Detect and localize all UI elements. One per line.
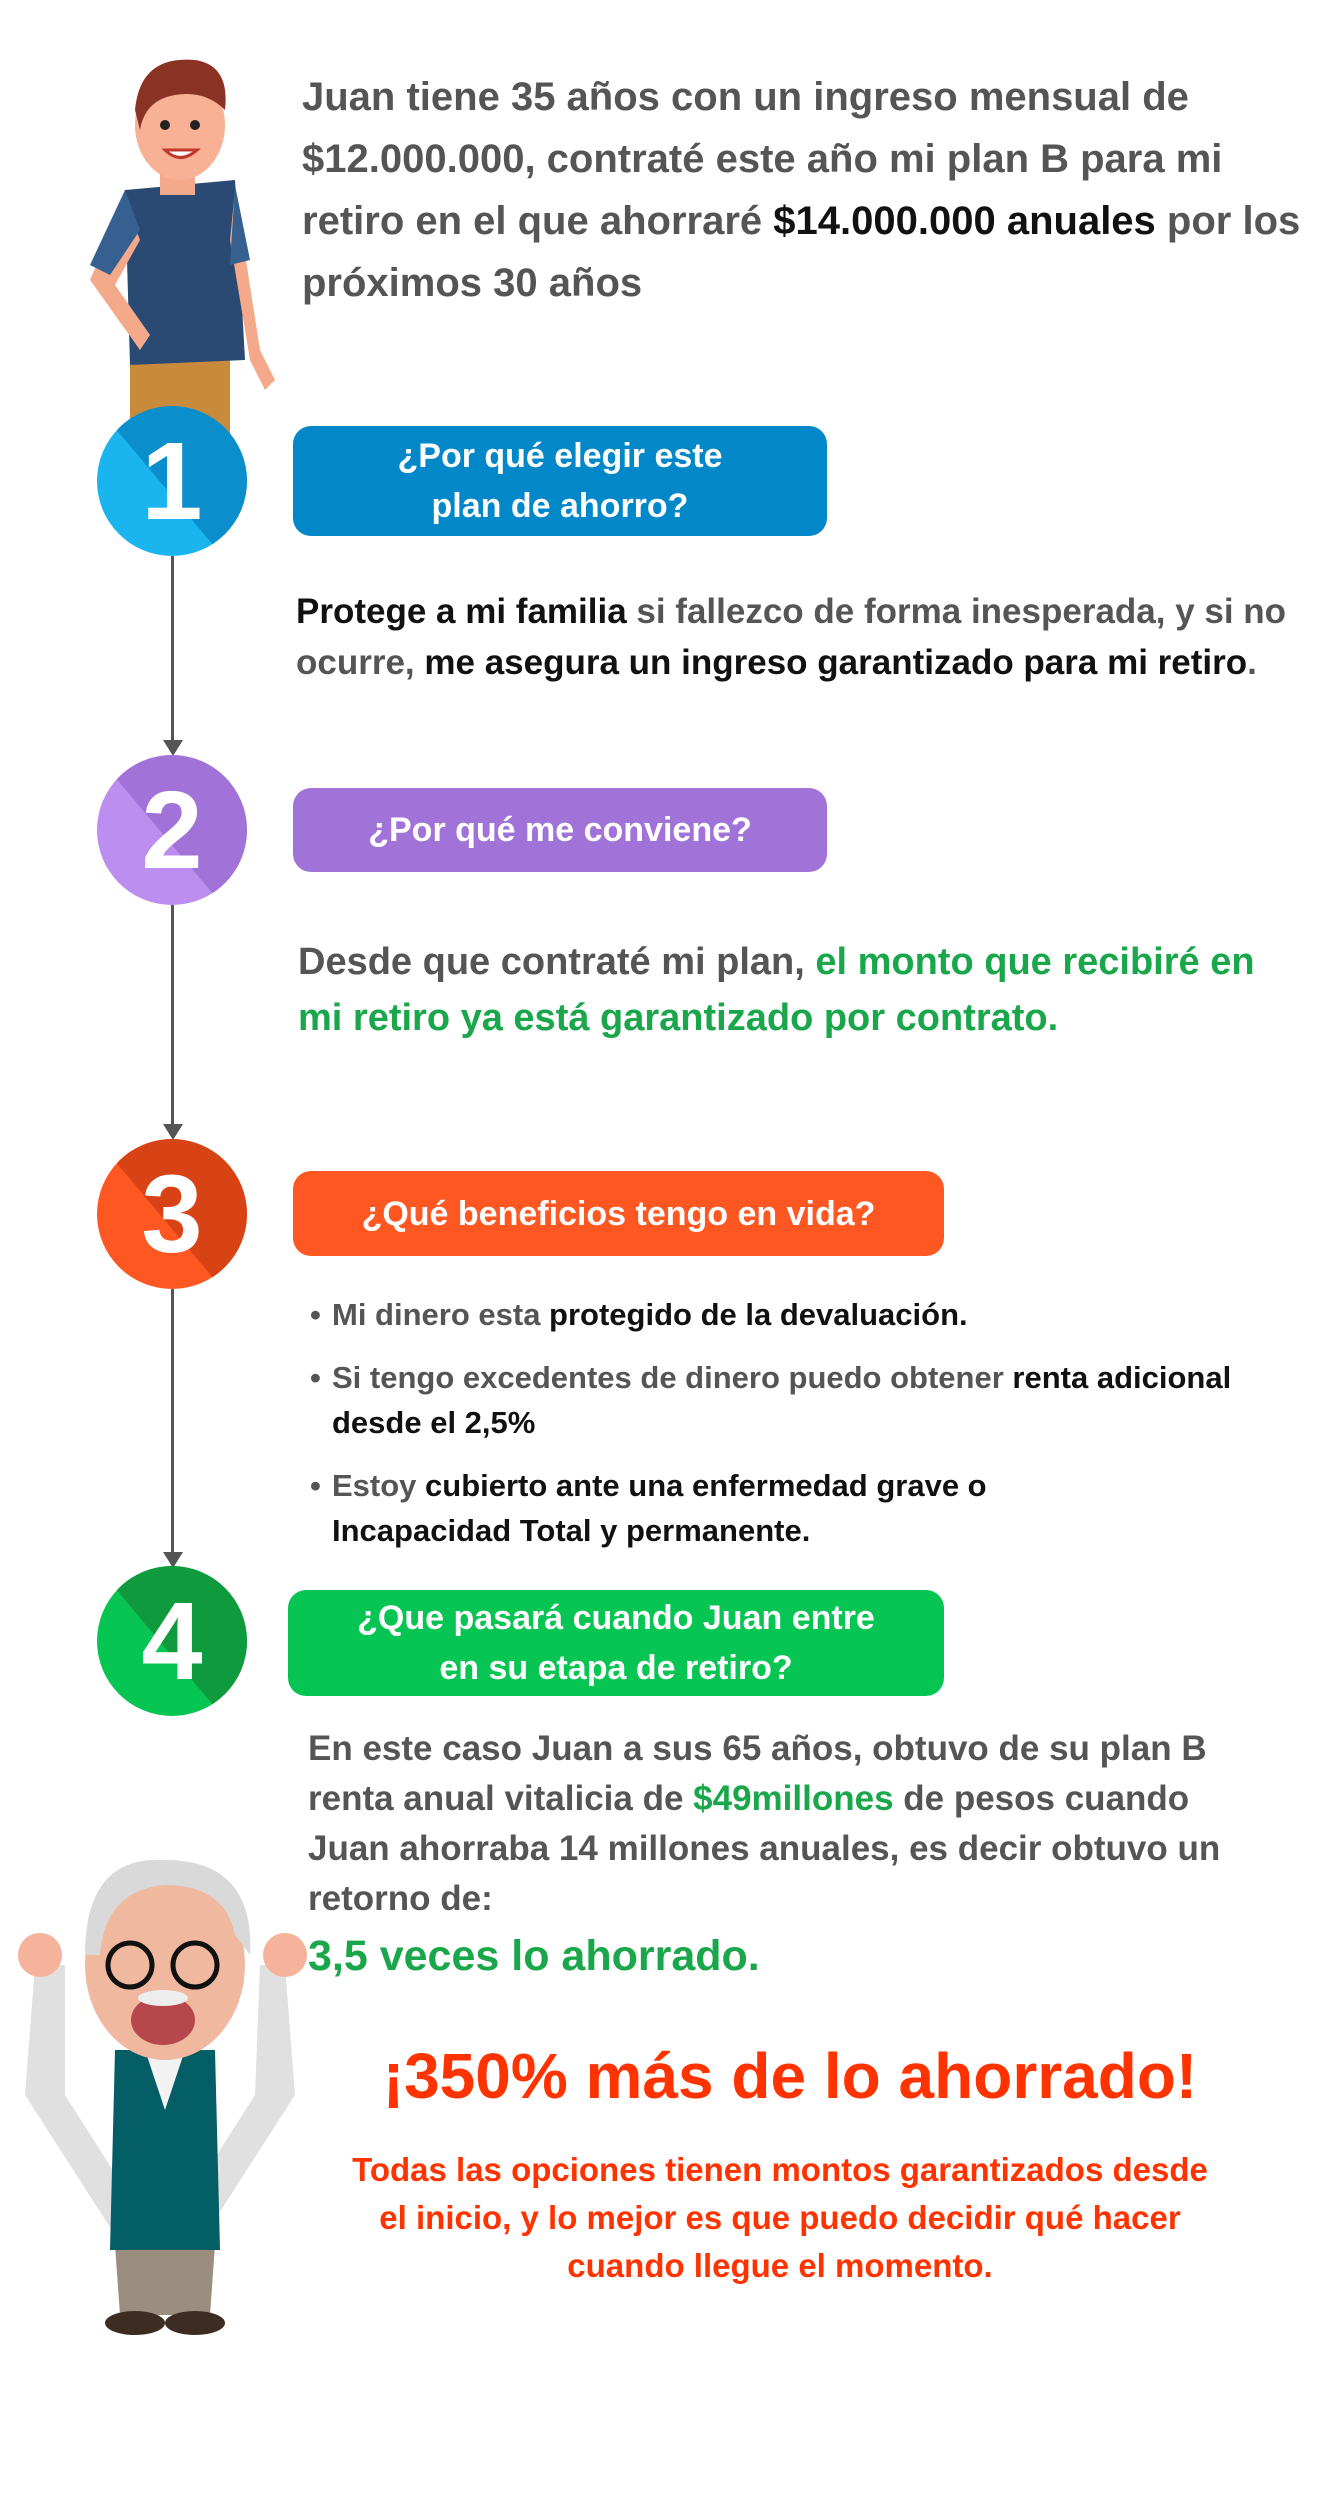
step-1-text: Protege a mi familia si fallezco de form… [296,586,1306,688]
connector-line-2-3 [171,905,174,1130]
intro-part-2: por los próximos 30 años [302,199,1301,305]
step-3-badge: 3 [97,1139,247,1289]
text-regular: de pesos cuando Juan ahorraba 14 millone… [308,1779,1221,1918]
list-item: Estoy cubierto ante una enfermedad grave… [310,1463,1152,1553]
step-number: 1 [141,419,203,543]
text-green: el monto que recibiré en mi retiro ya es… [298,941,1255,1039]
text-regular: Estoy [332,1468,426,1503]
text-green: $49millones [693,1779,894,1818]
headline: ¡350% más de lo ahorrado! [382,2040,1198,2112]
step-2-title-box: ¿Por qué me conviene? [293,788,827,872]
arrow-icon [163,1124,183,1140]
step-1-badge: 1 [97,406,247,556]
closing-text: Todas las opciones tienen montos garanti… [352,2151,1208,2284]
return-multiple: 3,5 veces lo ahorrado. [308,1932,760,1980]
text-regular: Desde que contraté mi plan, [298,941,816,983]
intro-text: Juan tiene 35 años con un ingreso mensua… [302,66,1302,314]
step-4-text: En este caso Juan a sus 65 años, obtuvo … [308,1724,1268,1924]
step-2-text: Desde que contraté mi plan, el monto que… [298,934,1308,1046]
text-bold: Protege a mi familia [296,592,627,631]
text-bold: protegido de la devaluación. [549,1297,968,1332]
text-regular: Si tengo excedentes de dinero puedo obte… [332,1360,1013,1395]
step-3-title-box: ¿Qué beneficios tengo en vida? [293,1171,944,1256]
arrow-icon [163,740,183,756]
step-2-badge: 2 [97,755,247,905]
step-number: 3 [141,1152,203,1276]
old-man-illustration [18,1859,307,2335]
text-regular: si fallezco de forma inesperada, y si no… [296,592,1287,682]
step-3-bullet-list: Mi dinero esta protegido de la devaluaci… [310,1292,1310,1571]
connector-line-3-4 [171,1289,174,1559]
text-regular: En este caso Juan a sus 65 años, obtuvo … [308,1729,1207,1818]
step-3-title: ¿Qué beneficios tengo en vida? [361,1194,876,1233]
text-regular: Mi dinero esta [332,1297,550,1332]
intro-bold: $14.000.000 anuales [773,199,1156,243]
arrow-icon [163,1552,183,1568]
step-4-badge: 4 [97,1566,247,1716]
text-regular: . [1247,643,1257,682]
step-1-title-box: ¿Por qué elegir este plan de ahorro? [293,426,827,536]
step-4-title-line-1: ¿Que pasará cuando Juan entre [357,1599,875,1637]
step-2-title: ¿Por qué me conviene? [368,811,752,849]
text-bold: cubierto ante una enfermedad grave o Inc… [332,1468,987,1548]
connector-line-1-2 [171,556,174,746]
list-item: Mi dinero esta protegido de la devaluaci… [310,1292,1310,1337]
step-4-title-line-2: en su etapa de retiro? [439,1649,793,1687]
text-bold: me asegura un ingreso garantizado para m… [424,643,1248,682]
step-1-title-line-2: plan de ahorro? [431,487,689,525]
intro-part-1: Juan tiene 35 años con un ingreso mensua… [302,75,1223,243]
list-item: Si tengo excedentes de dinero puedo obte… [310,1355,1272,1445]
step-4-title-box: ¿Que pasará cuando Juan entre en su etapa… [288,1590,944,1696]
text-bold: renta adicional desde el 2,5% [332,1360,1232,1440]
young-man-illustration [90,59,275,440]
step-1-title-line-1: ¿Por qué elegir este [397,437,723,475]
step-number: 4 [141,1579,203,1703]
step-number: 2 [141,768,203,892]
